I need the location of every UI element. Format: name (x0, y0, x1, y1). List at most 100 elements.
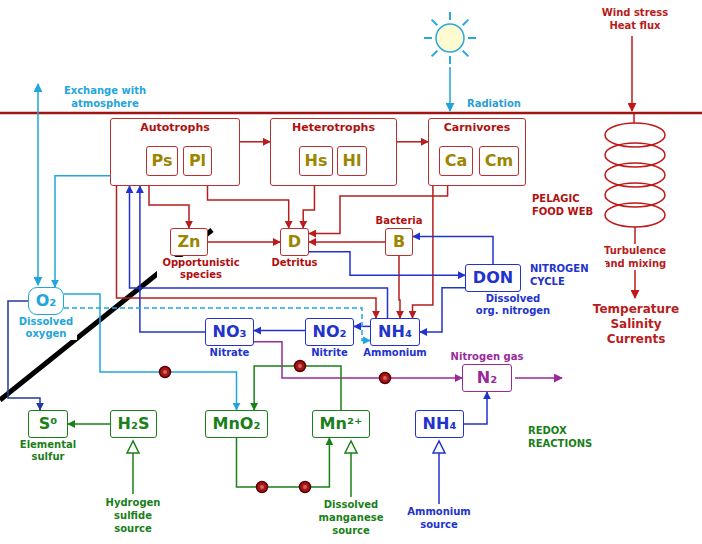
compartment-box: DDetritus (280, 228, 309, 256)
sun-ray (463, 20, 469, 26)
compartment-symbol: N₂ (477, 365, 497, 390)
compartment-name: Elemental sulfur (15, 439, 81, 463)
reaction-dot (160, 367, 171, 378)
compartment-name: Dissolved org. nitrogen (475, 293, 552, 317)
flow-arrow (309, 241, 385, 243)
compartment-name: Nitrogen gas (450, 351, 525, 363)
compartment-box: Cm (479, 146, 519, 176)
flow-arrow (464, 392, 487, 424)
compartment-symbol: Zn (178, 229, 201, 254)
sun-ray (449, 56, 451, 64)
reaction-dot (160, 367, 171, 378)
compartment-name: Opportunistic species (157, 257, 245, 281)
wind-arrow (631, 36, 633, 111)
compartment-box: Nitrogen gasN₂ (462, 364, 512, 392)
compartment-symbol: NO₂ (313, 319, 347, 344)
flow-arrow (254, 342, 462, 378)
reaction-dot-core (298, 364, 302, 368)
compartment-box: Ps (146, 146, 178, 176)
flow-arrow (208, 241, 280, 243)
flow-arrow (130, 186, 388, 318)
flow-arrow (413, 236, 493, 264)
compartment-box: O₂Dissolved oxygen (28, 287, 64, 315)
compartment-symbol: O₂ (36, 288, 57, 313)
sun-ray (432, 51, 438, 57)
flow-arrow (413, 186, 433, 318)
flow-arrow (149, 186, 189, 228)
group-heading: Heterotrophs (271, 119, 396, 135)
reaction-dot-core (383, 376, 387, 380)
compartment-box: MnO₂ (205, 410, 268, 438)
compartment-symbol: Ca (445, 147, 468, 174)
compartment-box: NH₄Ammonium (370, 318, 420, 346)
compartment-name: Nitrite (310, 347, 349, 359)
reaction-dot-core (163, 370, 167, 374)
group-box: CarnivoresCaCm (428, 118, 526, 186)
compartment-box: NO₃Nitrate (205, 318, 254, 346)
reaction-dot (300, 482, 311, 493)
coil-lead (633, 114, 635, 123)
flow-arrow (237, 438, 330, 487)
compartment-box: S⁰Elemental sulfur (28, 410, 68, 438)
annotation-label: Dissolved manganese source (313, 498, 389, 537)
flow-arrow (68, 423, 110, 425)
source-arrow-head (127, 441, 139, 453)
flow-arrow (240, 141, 270, 143)
flow-arrow (399, 256, 400, 318)
reaction-dot (257, 482, 268, 493)
annotation-label: Radiation (466, 97, 522, 110)
reaction-dot (380, 373, 391, 384)
group-box: AutotrophsPsPl (110, 118, 240, 186)
compartment-name: Detritus (270, 257, 318, 269)
compartment-symbol: DON (473, 265, 513, 290)
compartment-symbol: S⁰ (39, 411, 58, 436)
sun-ray (468, 37, 476, 39)
compartment-box: H₂S (110, 410, 157, 438)
source-arrow-head (345, 441, 357, 453)
source-arrows (127, 441, 445, 504)
compartment-box: Hl (337, 146, 367, 176)
nitrogen-outflow-arrow (515, 377, 562, 379)
compartment-box: NO₂Nitrite (305, 318, 354, 346)
atmosphere-exchange-arrow (37, 84, 39, 285)
compartment-name: Nitrate (209, 347, 251, 359)
reaction-dot (295, 361, 306, 372)
sea-surface-line (0, 112, 702, 115)
flow-arrow (55, 176, 110, 287)
compartment-box: Mn²⁺ (312, 410, 370, 438)
compartment-symbol: Pl (189, 147, 206, 174)
compartment-name: Ammonium (362, 347, 428, 359)
source-arrow-head (433, 441, 445, 453)
compartment-box: Hs (299, 146, 333, 176)
annotation-label: REDOX REACTIONS (528, 424, 604, 450)
compartment-symbol: D (288, 229, 301, 254)
sun-ray (424, 37, 432, 39)
sun-symbol (424, 12, 476, 64)
sun-disc (436, 24, 464, 52)
annotation-label: Exchange with atmosphere (52, 84, 158, 110)
annotation-label: NITROGEN CYCLE (530, 262, 606, 288)
compartment-box: DONDissolved org. nitrogen (465, 264, 521, 292)
compartment-symbol: Hl (343, 147, 362, 174)
group-box: HeterotrophsHs Hl (270, 118, 397, 186)
compartment-box: NH₄ (415, 410, 464, 438)
flow-arrow (397, 141, 428, 143)
compartment-box: Pl (183, 146, 212, 176)
compartment-box: Ca (439, 146, 473, 176)
coil-loop (605, 203, 665, 227)
source-arrow-shaft (132, 452, 134, 494)
reaction-dot (295, 361, 306, 372)
compartment-symbol: H₂S (118, 411, 150, 436)
flow-arrow (208, 186, 289, 228)
reaction-dot-core (260, 485, 264, 489)
flow-arrow (420, 288, 465, 332)
flow-arrow (309, 186, 448, 234)
compartment-symbol: Hs (305, 147, 328, 174)
compartment-symbol: Cm (485, 147, 513, 174)
annotation-label: Temperature Salinity Currents (584, 302, 688, 347)
sun-ray (449, 12, 451, 20)
compartment-symbol: NH₄ (378, 319, 412, 344)
flow-arrow (254, 366, 341, 410)
source-arrow-shaft (438, 452, 440, 504)
